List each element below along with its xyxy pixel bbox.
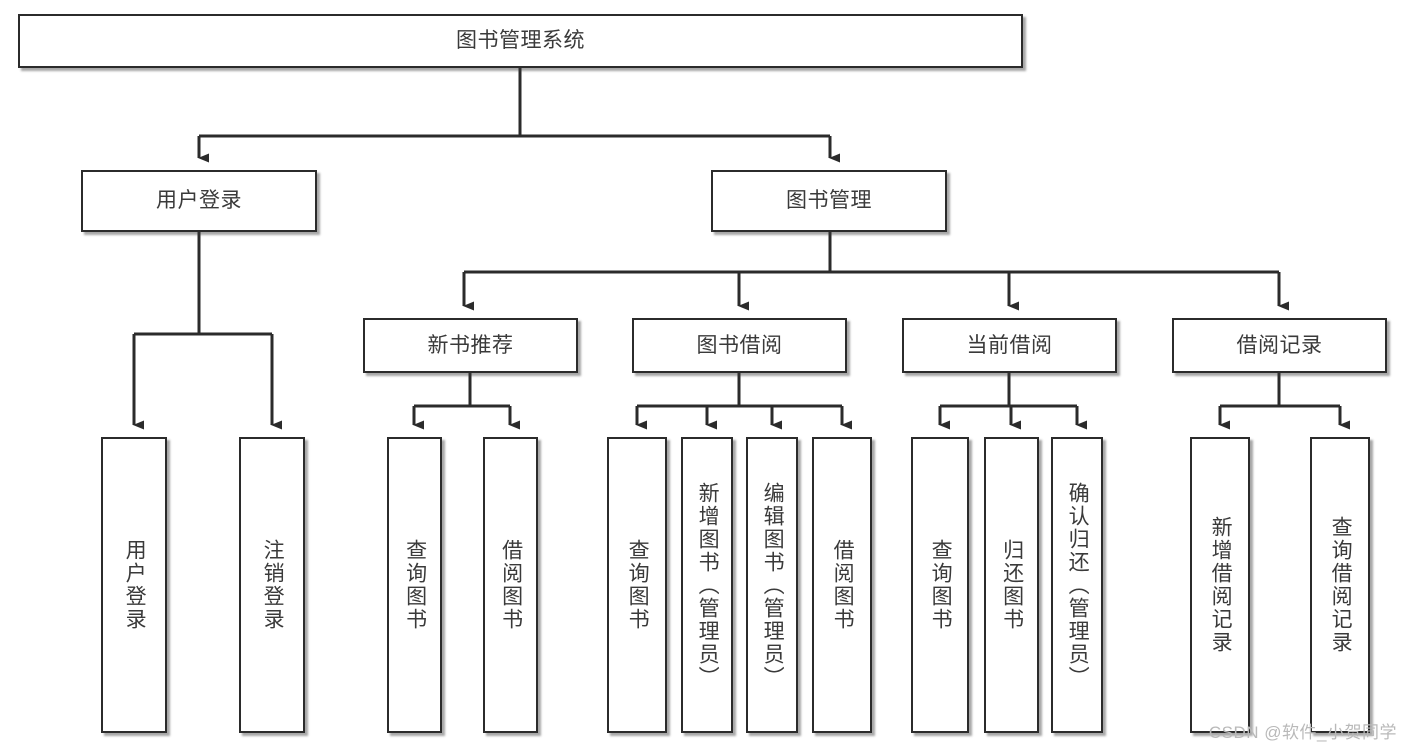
node-label-user-logout: 注销登录 bbox=[261, 539, 285, 631]
node-add-borrow-record[interactable]: 新增借阅记录 bbox=[1190, 437, 1250, 733]
node-borrow-book-act[interactable]: 借阅图书 bbox=[812, 437, 872, 733]
node-book-borrow[interactable]: 图书借阅 bbox=[632, 318, 847, 373]
node-label-root: 图书管理系统 bbox=[456, 29, 585, 53]
node-label-query-book-cur: 查询图书 bbox=[929, 539, 953, 631]
node-label-add-book-admin: 新增图书（管理员） bbox=[696, 481, 720, 689]
node-label-book-management: 图书管理 bbox=[786, 189, 872, 213]
node-label-query-book-rec: 查询图书 bbox=[403, 539, 427, 631]
node-borrow-book-rec[interactable]: 借阅图书 bbox=[483, 437, 538, 733]
node-query-book-borrow[interactable]: 查询图书 bbox=[607, 437, 667, 733]
node-query-borrow-record[interactable]: 查询借阅记录 bbox=[1310, 437, 1370, 733]
node-label-borrow-book-rec: 借阅图书 bbox=[499, 539, 523, 631]
node-label-user-login-do: 用户登录 bbox=[123, 539, 147, 631]
node-user-login[interactable]: 用户登录 bbox=[81, 170, 317, 232]
node-label-query-book-borrow: 查询图书 bbox=[626, 539, 650, 631]
node-edit-book-admin[interactable]: 编辑图书（管理员） bbox=[746, 437, 798, 733]
node-book-management[interactable]: 图书管理 bbox=[711, 170, 947, 232]
node-user-logout[interactable]: 注销登录 bbox=[239, 437, 305, 733]
node-current-borrow[interactable]: 当前借阅 bbox=[902, 318, 1117, 373]
node-label-return-book: 归还图书 bbox=[1000, 539, 1024, 631]
node-label-add-borrow-record: 新增借阅记录 bbox=[1209, 516, 1233, 654]
node-label-current-borrow: 当前借阅 bbox=[966, 333, 1053, 357]
node-user-login-do[interactable]: 用户登录 bbox=[101, 437, 167, 733]
csdn-watermark: CSDN @软件_小贺同学 bbox=[1208, 723, 1397, 742]
node-label-user-login: 用户登录 bbox=[156, 189, 242, 213]
node-query-book-cur[interactable]: 查询图书 bbox=[911, 437, 969, 733]
node-label-book-borrow: 图书借阅 bbox=[696, 333, 783, 357]
node-label-borrow-records: 借阅记录 bbox=[1236, 333, 1323, 357]
node-label-query-borrow-record: 查询借阅记录 bbox=[1329, 516, 1353, 654]
node-label-new-book-recommend: 新书推荐 bbox=[427, 333, 514, 357]
node-label-edit-book-admin: 编辑图书（管理员） bbox=[761, 481, 785, 689]
node-root[interactable]: 图书管理系统 bbox=[18, 14, 1023, 68]
node-label-confirm-return-admin: 确认归还（管理员） bbox=[1066, 481, 1090, 689]
node-new-book-recommend[interactable]: 新书推荐 bbox=[363, 318, 578, 373]
node-borrow-records[interactable]: 借阅记录 bbox=[1172, 318, 1387, 373]
node-add-book-admin[interactable]: 新增图书（管理员） bbox=[681, 437, 733, 733]
node-return-book[interactable]: 归还图书 bbox=[984, 437, 1039, 733]
node-query-book-rec[interactable]: 查询图书 bbox=[387, 437, 442, 733]
node-label-borrow-book-act: 借阅图书 bbox=[831, 539, 855, 631]
node-confirm-return-admin[interactable]: 确认归还（管理员） bbox=[1051, 437, 1103, 733]
